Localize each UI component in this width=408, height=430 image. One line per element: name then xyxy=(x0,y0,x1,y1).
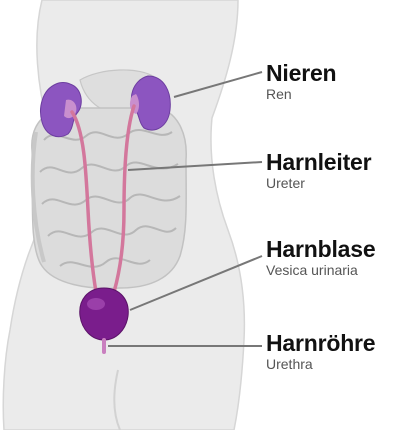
label-bladder-latin: Vesica urinaria xyxy=(266,262,375,278)
label-bladder: Harnblase Vesica urinaria xyxy=(266,237,375,278)
label-ureters-german: Harnleiter xyxy=(266,150,371,175)
label-bladder-german: Harnblase xyxy=(266,237,375,262)
bladder xyxy=(80,288,129,340)
label-ureters: Harnleiter Ureter xyxy=(266,150,371,191)
label-ureters-latin: Ureter xyxy=(266,175,371,191)
label-kidneys-latin: Ren xyxy=(266,86,336,102)
label-urethra-latin: Urethra xyxy=(266,356,375,372)
bladder-highlight xyxy=(87,298,105,310)
label-urethra-german: Harnröhre xyxy=(266,331,375,356)
label-kidneys-german: Nieren xyxy=(266,61,336,86)
label-urethra: Harnröhre Urethra xyxy=(266,331,375,372)
label-kidneys: Nieren Ren xyxy=(266,61,336,102)
